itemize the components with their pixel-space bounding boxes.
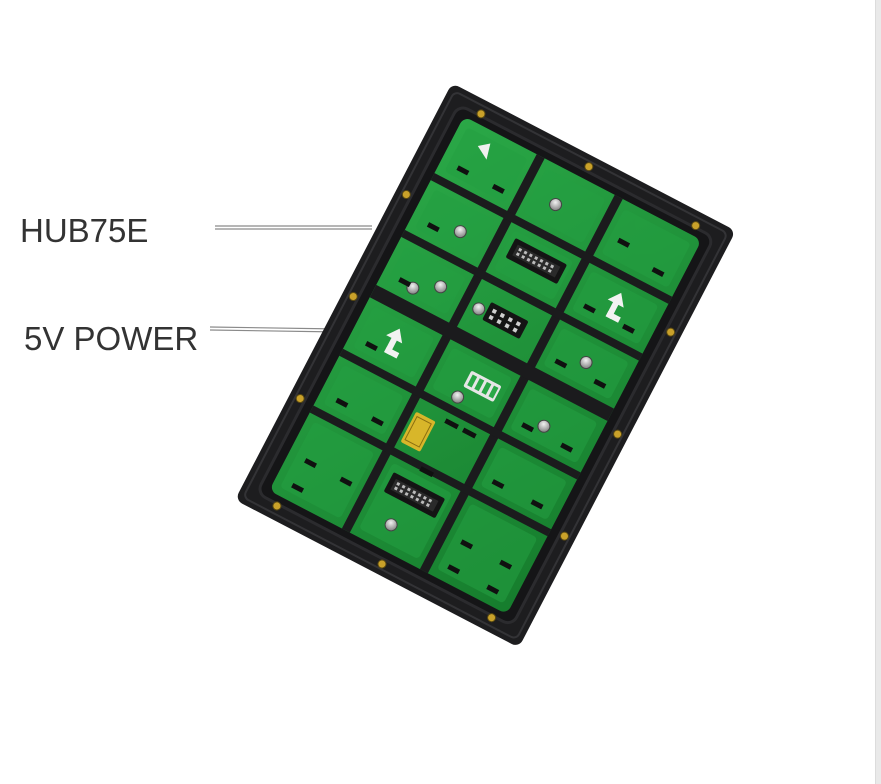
hub75e-connector-top (506, 238, 567, 284)
power-connector (482, 302, 528, 339)
capacitor-icon (384, 198, 593, 532)
hub75e-connector-bottom (384, 472, 445, 518)
hub75e-label: HUB75E (20, 212, 149, 249)
page-right-edge (875, 0, 881, 784)
hub75e-leader-line (215, 225, 372, 230)
arrow-up-icon (384, 328, 403, 359)
brand-logo-icon (477, 143, 491, 160)
power-leader-line (209, 326, 341, 333)
led-panel (237, 85, 734, 645)
screw-icon (272, 109, 701, 623)
5v-power-label: 5V POWER (24, 320, 199, 357)
frame-ribs (309, 154, 673, 574)
arrow-up-icon (605, 292, 624, 323)
